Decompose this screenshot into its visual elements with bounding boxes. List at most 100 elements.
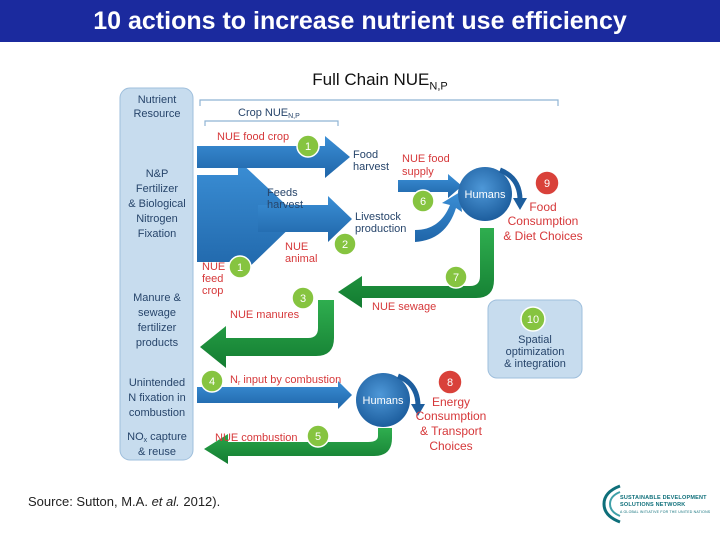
livestock-production-1: Livestock [355, 211, 401, 223]
nue-feed-crop-2: feed [202, 273, 223, 285]
combustion-input-arrow [197, 381, 352, 409]
badge-3-num: 3 [300, 293, 306, 305]
nue-combustion-label: NUE combustion [215, 432, 298, 444]
logo-line-3: A GLOBAL INITIATIVE FOR THE UNITED NATIO… [620, 510, 711, 514]
panel-manure-3: fertilizer [138, 322, 177, 334]
crop-nue-main: Crop NUE [238, 107, 288, 119]
food-supply-arrow [398, 174, 462, 198]
panel-nox-2: & reuse [138, 446, 176, 458]
nue-feed-crop-1: NUE [202, 261, 225, 273]
nue-food-supply-2: supply [402, 166, 434, 178]
spatial-1: Spatial [518, 334, 552, 346]
logo-line-2: SOLUTIONS NETWORK [620, 502, 686, 508]
full-chain-bracket [199, 99, 559, 106]
source-citation: Source: Sutton, M.A. et al. 2012). [28, 494, 220, 509]
livestock-to-humans-arrow [415, 192, 462, 242]
source-prefix: Source: Sutton, M.A. [28, 494, 152, 509]
panel-unintended-2: N fixation in [128, 392, 185, 404]
nr-input-sub: r [238, 380, 241, 387]
nr-input-rest: input by combustion [240, 374, 341, 386]
humans-label-top: Humans [465, 189, 506, 201]
combustion-return-arrow [204, 428, 392, 464]
panel-nox-1: NOx capture [127, 431, 187, 444]
title-bar: 10 actions to increase nutrient use effi… [0, 0, 720, 42]
page-title: 10 actions to increase nutrient use effi… [93, 6, 627, 35]
badge-7 [444, 265, 468, 289]
badge-1-feed [228, 255, 252, 279]
spatial-3: & integration [504, 358, 566, 370]
energy-consumption-3: & Transport [420, 424, 483, 438]
manure-arrow [200, 300, 334, 368]
left-resource-panel [119, 87, 194, 461]
logo-line-1: SUSTAINABLE DEVELOPMENT [620, 495, 707, 501]
badge-9 [534, 170, 560, 196]
panel-fertilizer-5: Fixation [138, 228, 177, 240]
panel-nox-main: NO [127, 431, 144, 443]
sdsn-logo-text: SUSTAINABLE DEVELOPMENT SOLUTIONS NETWOR… [620, 495, 710, 516]
food-harvest-2: harvest [353, 161, 389, 173]
badge-4-num: 4 [209, 376, 215, 388]
food-consumption-2: Consumption [508, 214, 579, 228]
nr-input-main: N [230, 374, 238, 386]
subtitle-main: Full Chain NUE [312, 70, 430, 89]
livestock-arrow [258, 196, 352, 242]
badge-2 [333, 232, 357, 256]
badge-4 [200, 369, 224, 393]
energy-consumption-1: Energy [432, 395, 470, 409]
panel-nox-rest: capture [147, 431, 187, 443]
crop-nue-bracket [204, 120, 339, 126]
panel-fertilizer-1: N&P [146, 168, 169, 180]
humans-cycle-arrow-bottom [396, 373, 421, 407]
crop-nue-label: Crop NUEN,P [238, 107, 300, 120]
badge-1-feed-num: 1 [237, 262, 243, 274]
badge-5 [306, 424, 330, 448]
panel-nox-sub: x [144, 437, 148, 444]
sdsn-logo: SUSTAINABLE DEVELOPMENT SOLUTIONS NETWOR… [602, 482, 714, 526]
panel-fertilizer-2: Fertilizer [136, 183, 179, 195]
panel-fertilizer-4: Nitrogen [136, 213, 178, 225]
panel-nutrient-resource-2: Resource [133, 108, 180, 120]
panel-unintended-1: Unintended [129, 377, 185, 389]
source-italic: et al. [151, 494, 180, 509]
crop-nue-sub: N,P [288, 113, 300, 120]
humans-label-bottom: Humans [363, 395, 404, 407]
badge-6-num: 6 [420, 196, 426, 208]
badge-8 [437, 369, 463, 395]
panel-manure-4: products [136, 337, 179, 349]
panel-nutrient-resource-1: Nutrient [138, 94, 177, 106]
badge-5-num: 5 [315, 431, 321, 443]
livestock-production-2: production [355, 223, 406, 235]
nue-food-supply-1: NUE food [402, 153, 450, 165]
feeds-harvest-1: Feeds [267, 187, 298, 199]
badge-6 [411, 189, 435, 213]
food-consumption-1: Food [529, 200, 556, 214]
nue-feed-crop-3: crop [202, 285, 223, 297]
humans-circle-bottom [356, 373, 410, 427]
badge-3 [291, 286, 315, 310]
badge-10 [520, 306, 546, 332]
badge-7-num: 7 [453, 272, 459, 284]
fertilizer-wedge-arrow [197, 160, 300, 278]
nr-input-label: Nr input by combustion [230, 374, 341, 387]
nue-animal-2: animal [285, 253, 317, 265]
humans-cycle-head-bottom [411, 404, 425, 416]
nue-sewage-label: NUE sewage [372, 301, 436, 313]
humans-cycle-arrow-top [498, 167, 523, 201]
panel-fertilizer-3: & Biological [128, 198, 185, 210]
spatial-2: optimization [506, 346, 565, 358]
energy-consumption-2: Consumption [416, 409, 487, 423]
diagram-subtitle: Full Chain NUEN,P [260, 70, 500, 92]
badge-2-num: 2 [342, 239, 348, 251]
subtitle-sub: N,P [429, 80, 448, 93]
feeds-harvest-2: harvest [267, 199, 303, 211]
badge-10-num: 10 [527, 314, 539, 326]
nue-animal-1: NUE [285, 241, 308, 253]
food-consumption-3: & Diet Choices [503, 229, 582, 243]
humans-cycle-head-top [513, 198, 527, 210]
badge-9-num: 9 [544, 178, 550, 190]
panel-unintended-3: combustion [129, 407, 185, 419]
nue-food-crop-label: NUE food crop [217, 131, 289, 143]
food-harvest-1: Food [353, 149, 378, 161]
badge-1-food-num: 1 [305, 141, 311, 153]
